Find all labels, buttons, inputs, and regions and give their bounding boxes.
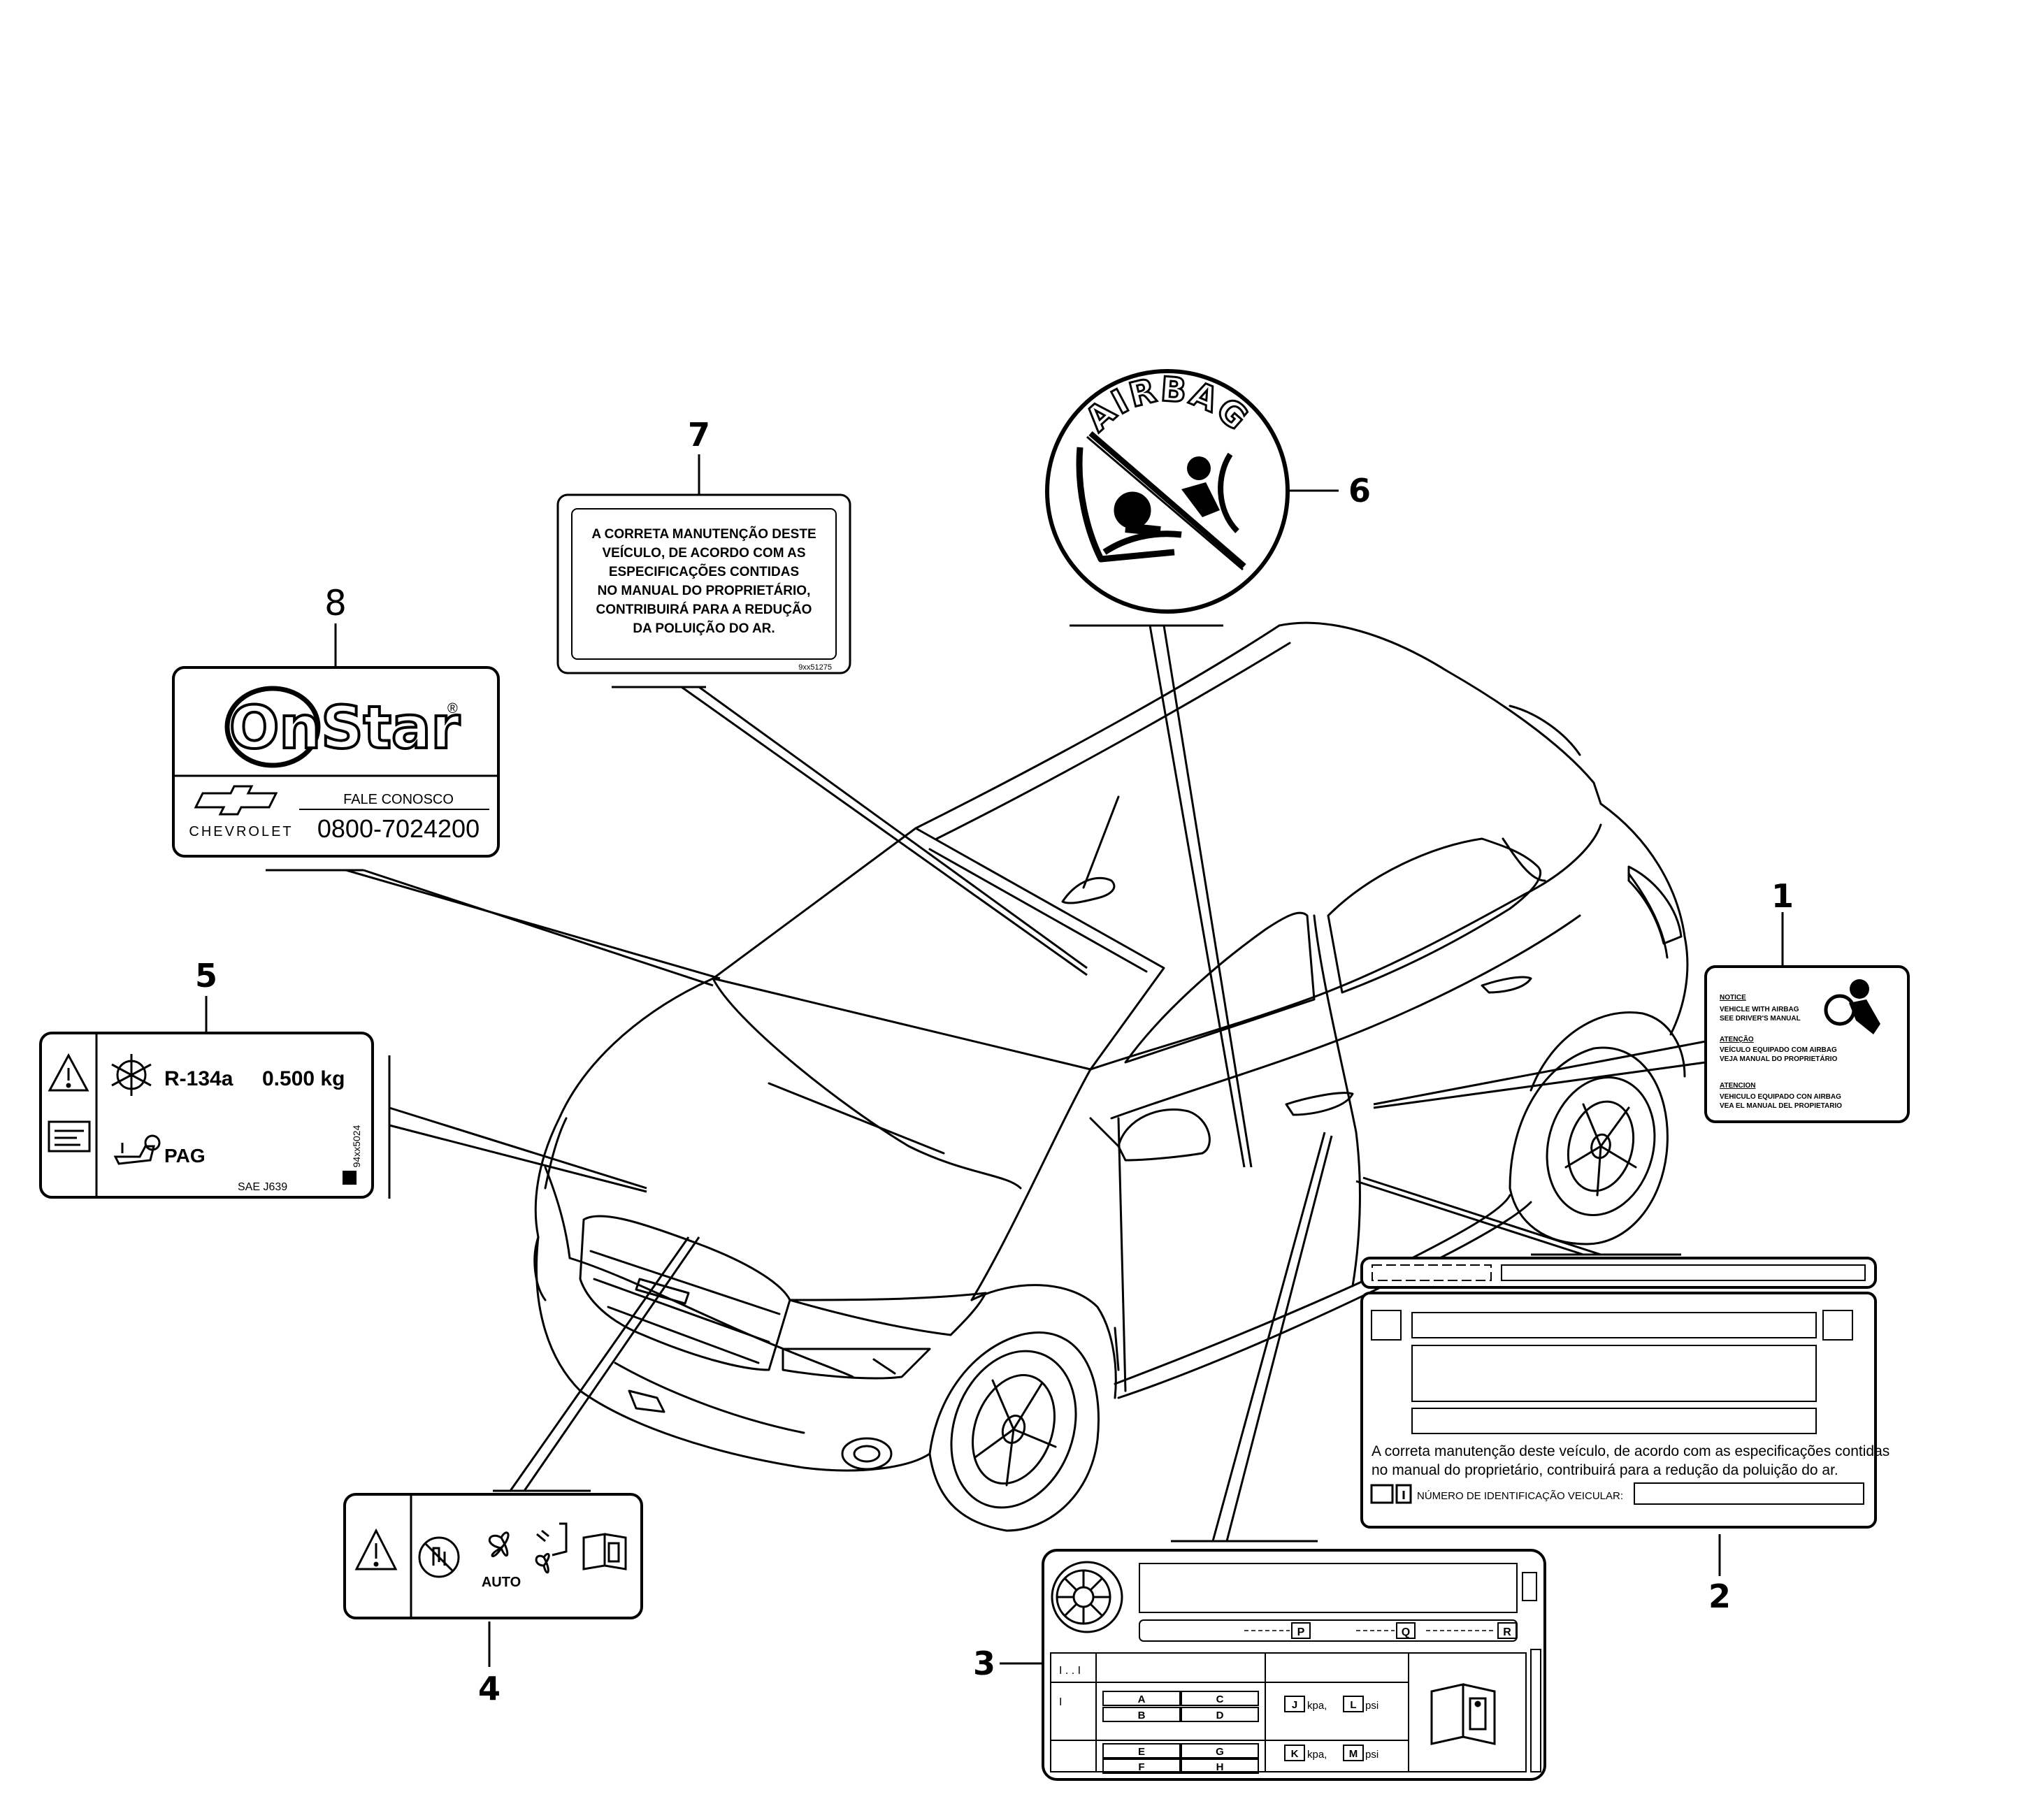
callout-8: 8 xyxy=(324,583,347,623)
tire-icon xyxy=(1051,1561,1123,1633)
oil-can-icon xyxy=(113,1134,161,1165)
label-code: 94xx5024 xyxy=(351,1125,362,1167)
label-1-airbag-notice: NOTICE VEHICLE WITH AIRBAG SEE DRIVER'S … xyxy=(1704,965,1910,1123)
maintenance-line-2: VEÍCULO, DE ACORDO COM AS xyxy=(603,545,806,561)
label-8-onstar: OnStar ® CHEVROLET FALE CONOSCO 0800-702… xyxy=(172,666,500,858)
emissions-text-line-2: no manual do proprietário, contribuirá p… xyxy=(1372,1462,1838,1478)
auto-label: AUTO xyxy=(482,1575,521,1590)
onstar-logo: OnStar xyxy=(229,693,461,762)
label-3-tire-pressure: P Q R I . . I I A C B D E G F H xyxy=(1042,1549,1546,1781)
no-touch-icon xyxy=(418,1536,460,1578)
warning-triangle-icon xyxy=(48,1053,89,1092)
contact-label: FALE CONOSCO xyxy=(343,792,454,807)
unit-psi-2: psi xyxy=(1365,1749,1378,1761)
fan-seat-icon xyxy=(535,1522,568,1574)
vin-field xyxy=(1634,1482,1864,1505)
label-6-airbag-warning: AIRBAG xyxy=(1045,368,1290,614)
field-r: R xyxy=(1503,1626,1511,1638)
notice-line-1: VEHICLE WITH AIRBAG xyxy=(1720,1006,1799,1013)
field-m: M xyxy=(1349,1748,1358,1760)
registered-mark: ® xyxy=(447,701,458,716)
field-g: G xyxy=(1216,1746,1224,1758)
maintenance-line-6: DA POLUIÇÃO DO AR. xyxy=(633,621,775,636)
field-l: L xyxy=(1350,1699,1356,1711)
warning-triangle-icon xyxy=(354,1528,398,1570)
oil-type: PAG xyxy=(164,1145,206,1167)
maintenance-line-5: CONTRIBUIRÁ PARA A REDUÇÃO xyxy=(596,602,812,617)
atencion-line-1: VEHICULO EQUIPADO CON AIRBAG xyxy=(1720,1093,1841,1101)
callout-2: 2 xyxy=(1708,1577,1731,1615)
field-c: C xyxy=(1216,1693,1224,1705)
callout-5: 5 xyxy=(195,957,217,995)
field-grid-1 xyxy=(1102,1691,1259,1722)
manual-info-icon xyxy=(1370,1484,1412,1504)
fan-icon xyxy=(488,1531,510,1557)
airbag-person-icon xyxy=(1824,979,1880,1034)
field-p: P xyxy=(1297,1626,1305,1638)
manual-book-icon xyxy=(1430,1683,1496,1745)
label-4-climate: AUTO xyxy=(343,1493,643,1619)
maintenance-line-4: NO MANUAL DO PROPRIETÁRIO, xyxy=(598,583,811,598)
chevrolet-bowtie-icon xyxy=(194,785,278,816)
unit-kpa-1: kpa, xyxy=(1307,1700,1327,1712)
snowflake-icon xyxy=(111,1054,152,1096)
label-square-mark xyxy=(343,1171,357,1185)
label-code: 9xx51275 xyxy=(798,663,832,672)
callout-3: 3 xyxy=(973,1645,995,1682)
field-j: J xyxy=(1292,1699,1297,1711)
refrigerant-quantity: 0.500 kg xyxy=(262,1067,345,1090)
field-b: B xyxy=(1138,1710,1146,1721)
label-5-refrigerant: R-134a 0.500 kg PAG SAE J639 94xx5024 xyxy=(39,1032,374,1199)
unit-psi-1: psi xyxy=(1365,1700,1378,1712)
callout-numbers: 1 2 3 4 5 6 7 8 xyxy=(195,416,1794,1707)
label-7-maintenance: A CORRETA MANUTENÇÃO DESTE VEÍCULO, DE A… xyxy=(556,493,851,674)
atencion-title: ATENCION xyxy=(1720,1082,1755,1090)
notice-title: NOTICE xyxy=(1720,994,1746,1002)
callout-4: 4 xyxy=(478,1670,501,1707)
field-k: K xyxy=(1291,1748,1299,1760)
emissions-text-line-1: A correta manutenção deste veículo, de a… xyxy=(1372,1443,1889,1459)
atencion-line-2: VEA EL MANUAL DEL PROPIETARIO xyxy=(1720,1102,1842,1110)
prohibition-slash xyxy=(1088,431,1246,569)
airbag-person-icon xyxy=(1181,452,1239,533)
field-f: F xyxy=(1138,1761,1144,1773)
callout-7: 7 xyxy=(688,416,710,454)
manual-book-icon xyxy=(48,1120,91,1153)
atencao-title: ATENÇÃO xyxy=(1720,1034,1754,1043)
chevrolet-brand: CHEVROLET xyxy=(189,824,293,839)
atencao-line-1: VEÍCULO EQUIPADO COM AIRBAG xyxy=(1720,1045,1837,1054)
field-grid-2 xyxy=(1102,1743,1259,1774)
callout-6: 6 xyxy=(1348,472,1371,510)
field-h: H xyxy=(1216,1761,1224,1773)
row-marker: I xyxy=(1059,1696,1062,1708)
maintenance-line-1: A CORRETA MANUTENÇÃO DESTE xyxy=(591,526,816,542)
label-2-vin-emissions: A correta manutenção deste veículo, de a… xyxy=(1360,1257,1889,1529)
sae-standard: SAE J639 xyxy=(238,1181,287,1193)
leader-lines xyxy=(205,454,1784,1667)
vin-label: NÚMERO DE IDENTIFICAÇÃO VEICULAR: xyxy=(1417,1490,1623,1502)
unit-kpa-2: kpa, xyxy=(1307,1749,1327,1761)
field-e: E xyxy=(1138,1746,1145,1758)
manual-book-icon xyxy=(582,1533,627,1570)
field-d: D xyxy=(1216,1710,1224,1721)
refrigerant-type: R-134a xyxy=(164,1067,233,1090)
callout-1: 1 xyxy=(1771,877,1794,915)
field-a: A xyxy=(1138,1693,1146,1705)
notice-line-2: SEE DRIVER'S MANUAL xyxy=(1720,1015,1801,1023)
onstar-logo-ring xyxy=(224,686,321,768)
field-q: Q xyxy=(1402,1626,1410,1638)
contact-phone: 0800-7024200 xyxy=(317,814,480,843)
child-seat-icon xyxy=(1076,447,1182,563)
maintenance-line-3: ESPECIFICAÇÕES CONTIDAS xyxy=(609,564,799,579)
header-marker: I . . I xyxy=(1059,1665,1081,1677)
atencao-line-2: VEJA MANUAL DO PROPRIETÁRIO xyxy=(1720,1054,1838,1063)
